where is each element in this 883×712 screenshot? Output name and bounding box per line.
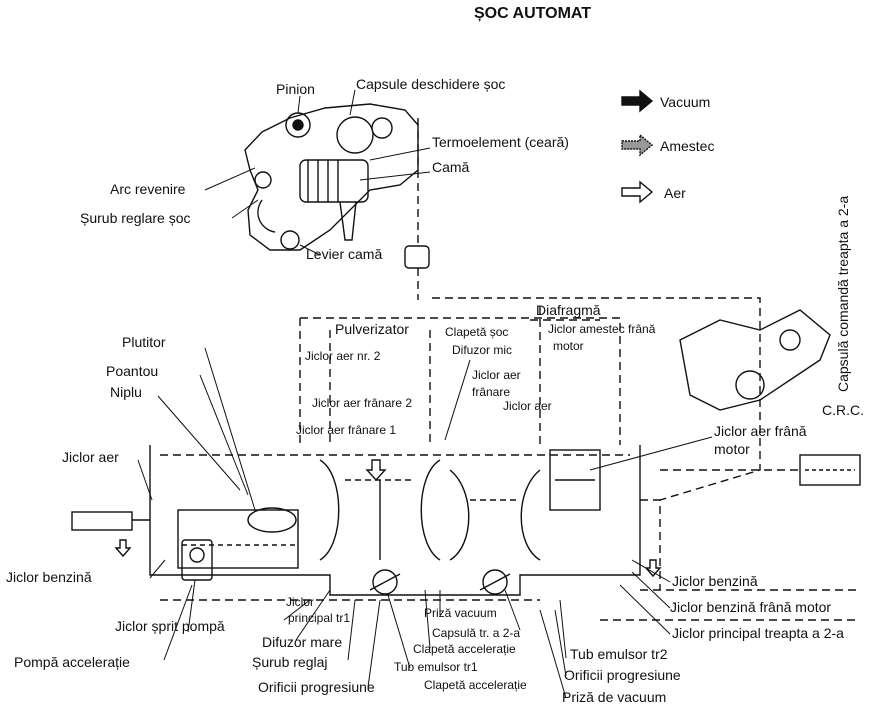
label-orificii-progresiune-right: Orificii progresiune — [564, 667, 681, 683]
label-jiclor-principal-tr2: Jiclor principal treapta a 2-a — [672, 625, 844, 641]
label-surub-reglaj: Șurub reglaj — [252, 654, 328, 670]
leader-lines — [137, 89, 713, 699]
label-arc-revenire: Arc revenire — [110, 181, 186, 197]
flow-arrows — [114, 459, 662, 578]
label-clapeta-acceleratie-2: Clapetă accelerație — [424, 678, 527, 692]
label-jiclor-aer-mid: Jiclor aer — [503, 399, 552, 413]
label-pulverizator: Pulverizator — [335, 321, 409, 337]
label-niplu: Niplu — [110, 384, 142, 400]
label-difuzor-mare: Difuzor mare — [262, 634, 343, 650]
label-tub-emulsor-tr1: Tub emulsor tr1 — [394, 660, 478, 674]
label-pinion: Pinion — [276, 81, 315, 97]
choke-assembly — [244, 103, 419, 251]
label-cama: Camă — [432, 159, 470, 175]
legend-vacuum: Vacuum — [660, 94, 711, 110]
label-capsule-deschidere-soc: Capsule deschidere șoc — [356, 76, 506, 92]
label-jiclor-principal-tr1-a: Jiclor — [286, 595, 315, 609]
label-levier-cama: Levier camă — [306, 246, 383, 262]
label-diafragma: Diafragmă — [536, 302, 601, 318]
label-plutitor: Plutitor — [122, 334, 166, 350]
label-jiclor-aer-frana-motor-2: motor — [714, 441, 750, 457]
label-jiclor-amestec-frana-1: Jiclor amestec frână — [548, 322, 656, 336]
label-jiclor-benzina-right: Jiclor benzină — [672, 573, 758, 589]
label-jiclor-aer-franare1: Jiclor aer frânare 1 — [296, 423, 397, 437]
legend-amestec: Amestec — [660, 138, 715, 154]
diagram-title: ȘOC AUTOMAT — [474, 5, 592, 22]
label-jiclor-aer-nr2: Jiclor aer nr. 2 — [305, 349, 381, 363]
label-termoelement: Termoelement (ceară) — [432, 134, 569, 150]
label-clapeta-acceleratie-1: Clapetă accelerație — [413, 642, 516, 656]
label-jiclor-aer: Jiclor aer — [62, 449, 119, 465]
legend-icons — [621, 89, 654, 204]
label-jiclor-sprit-pompa: Jiclor șprit pompă — [115, 618, 225, 634]
label-tub-emulsor-tr2: Tub emulsor tr2 — [570, 646, 668, 662]
label-capsula-comanda-treapta-2: Capsulă comandă treapta a 2-a — [835, 195, 851, 392]
label-jiclor-aer-franare2: Jiclor aer frânare 2 — [312, 396, 413, 410]
label-poantou: Poantou — [106, 363, 159, 379]
label-pompa-acceleratie: Pompă accelerație — [14, 654, 130, 670]
label-jiclor-benzina-frana-motor: Jiclor benzină frână motor — [670, 599, 832, 615]
label-jiclor-amestec-frana-2: motor — [553, 339, 584, 353]
label-jiclor-aer-frana-motor-1: Jiclor aer frână — [714, 423, 807, 439]
label-capsula-tr2: Capsulă tr. a 2-a — [432, 626, 521, 640]
label-jiclor-principal-tr1-b: principal tr1 — [288, 611, 351, 625]
label-surub-reglare-soc: Șurub reglare șoc — [80, 210, 191, 226]
label-jiclor-aer-franare-1: Jiclor aer — [472, 368, 521, 382]
legend-aer: Aer — [664, 185, 686, 201]
label-jiclor-aer-franare-2: frânare — [472, 385, 511, 399]
label-priza-vacuum: Priză vacuum — [424, 606, 497, 620]
carburetor-body — [71, 297, 861, 621]
label-orificii-progresiune-left: Orificii progresiune — [258, 679, 375, 695]
label-priza-de-vacuum: Priză de vacuum — [562, 689, 667, 705]
label-jiclor-benzina-left: Jiclor benzină — [6, 569, 92, 585]
label-difuzor-mic: Difuzor mic — [452, 343, 513, 357]
label-clapeta-soc: Clapetă șoc — [445, 325, 509, 339]
label-crc: C.R.C. — [822, 402, 864, 418]
